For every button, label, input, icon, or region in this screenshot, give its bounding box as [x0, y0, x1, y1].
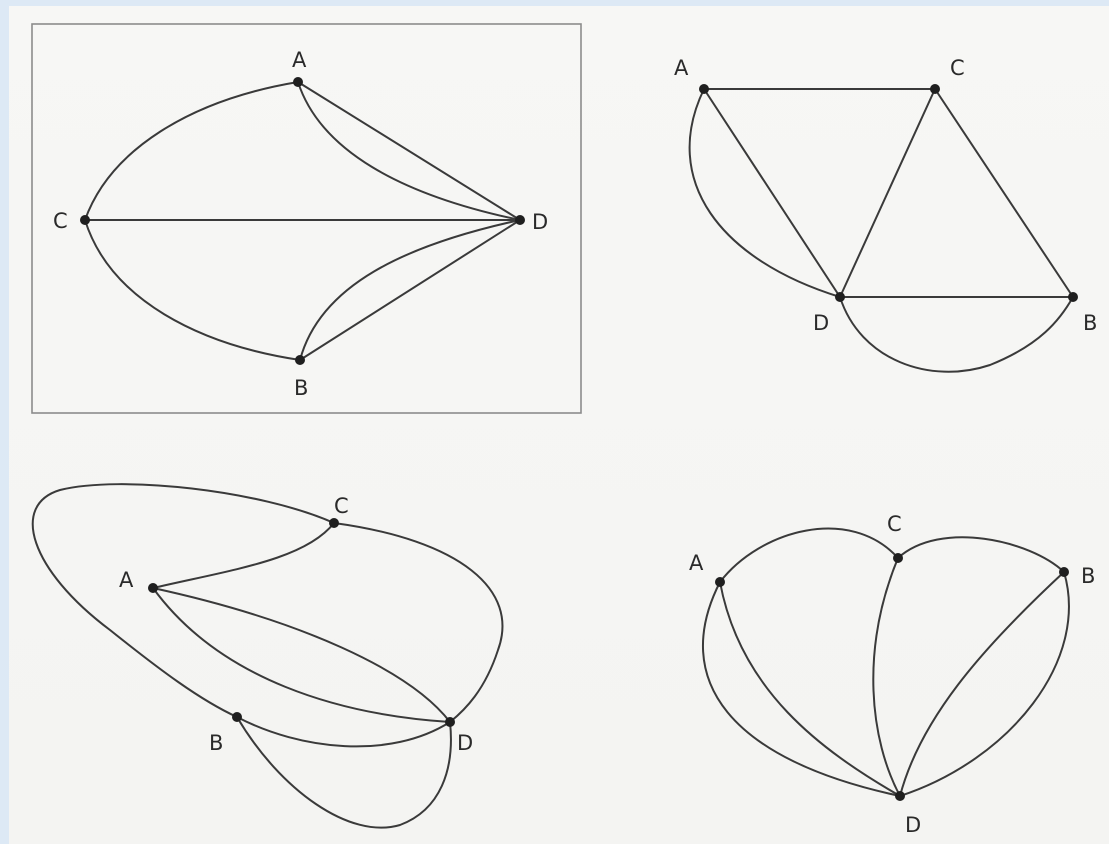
graph-2-edge-c-d	[839, 88, 936, 298]
graph-3-edge-c-b-outer	[31, 483, 335, 718]
graph-1-edge-b-d-straight	[299, 219, 521, 361]
graph-2-vertex-a	[699, 84, 709, 94]
graph-4-vertex-d	[895, 791, 905, 801]
graph-1-edge-c-b	[84, 219, 301, 361]
graph-4-label-d: D	[905, 813, 921, 837]
graph-1-edge-a-d-curved	[297, 81, 521, 221]
graph-3-edge-b-d-upper	[236, 716, 451, 748]
graph-4-label-c: C	[887, 512, 902, 536]
graph-3-edge-a-d-upper	[152, 587, 451, 723]
graph-3-label-b: B	[209, 731, 223, 755]
graph-1-label-a: A	[292, 48, 307, 72]
graph-3-edge-c-d	[333, 522, 504, 723]
graph-3-vertex-b	[232, 712, 242, 722]
graph-4-edge-b-d-inner	[899, 571, 1065, 797]
graph-1-label-b: B	[294, 376, 308, 400]
graph-4-edge-b-d-outer	[899, 571, 1070, 797]
graph-1-frame	[31, 23, 582, 414]
graph-2-label-d: D	[813, 311, 829, 335]
graph-4-vertex-a	[715, 577, 725, 587]
graph-2-label-b: B	[1083, 311, 1097, 335]
graph-2-vertex-d	[835, 292, 845, 302]
graph-4: A C B D	[689, 512, 1095, 837]
graph-1-vertex-d	[515, 215, 525, 225]
graph-4-edge-a-c	[719, 527, 899, 583]
graph-3-label-a: A	[119, 568, 134, 592]
graph-4-vertex-b	[1059, 567, 1069, 577]
graph-2-edge-a-d-curved	[688, 88, 841, 298]
graph-2-vertex-b	[1068, 292, 1078, 302]
graph-1-edge-a-c	[84, 81, 299, 221]
graph-3-edge-a-c	[152, 522, 335, 589]
graph-2-vertex-c	[930, 84, 940, 94]
graph-4-label-b: B	[1081, 564, 1095, 588]
graph-2-label-a: A	[674, 56, 689, 80]
graph-2-edge-a-d-straight	[703, 88, 841, 298]
graph-3-edge-a-d-lower	[152, 587, 451, 723]
graph-3: A C B D	[31, 483, 504, 829]
graph-3-edge-b-d-lower	[236, 716, 452, 829]
graph-2-edge-c-b	[934, 88, 1074, 298]
graph-1-vertex-c	[80, 215, 90, 225]
graph-1-label-c: C	[53, 209, 68, 233]
graph-1-vertex-a	[293, 77, 303, 87]
graph-3-vertex-a	[148, 583, 158, 593]
graph-1-edge-a-d-straight	[297, 81, 521, 221]
graph-2-edge-d-b-curved	[839, 296, 1074, 373]
paper-background	[9, 6, 1109, 844]
graph-3-label-c: C	[334, 494, 349, 518]
graph-1-edge-b-d-curved	[299, 219, 521, 361]
graph-4-vertex-c	[893, 553, 903, 563]
graph-3-vertex-c	[329, 518, 339, 528]
graph-4-edge-c-b	[897, 536, 1065, 573]
graph-4-edge-a-d-outer	[702, 581, 901, 797]
graph-4-edge-c-d	[872, 557, 901, 797]
graph-1-vertex-b	[295, 355, 305, 365]
graph-3-vertex-d	[445, 717, 455, 727]
graph-2: A C D B	[674, 56, 1097, 373]
graph-1: A C D B	[31, 23, 582, 414]
graph-1-label-d: D	[532, 210, 548, 234]
graph-4-label-a: A	[689, 551, 704, 575]
graph-4-edge-a-d-inner	[719, 581, 901, 797]
graph-2-label-c: C	[950, 56, 965, 80]
graph-3-label-d: D	[457, 731, 473, 755]
